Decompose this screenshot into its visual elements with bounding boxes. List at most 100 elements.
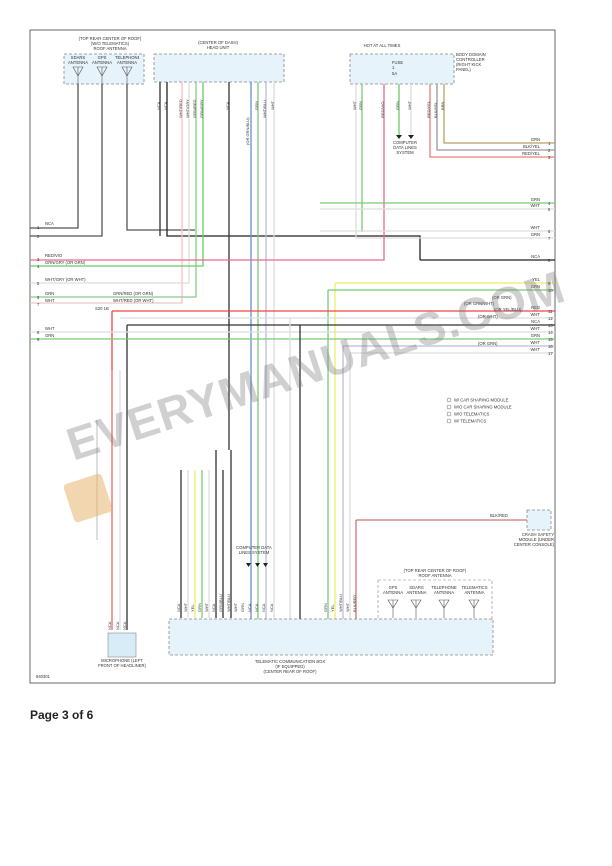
tcb-wire-label: NCA bbox=[269, 603, 274, 612]
wire-label: NCA bbox=[163, 101, 168, 110]
tcb-wire-label: GRN/BLU bbox=[218, 594, 223, 612]
wire-number: 5 bbox=[37, 281, 40, 286]
wire-label: WHT bbox=[45, 298, 55, 303]
wire-label: GRN bbox=[531, 284, 540, 289]
wire-label: GRN bbox=[395, 101, 400, 110]
roof-antenna-location: (TOP REAR CENTER OF ROOF) bbox=[79, 36, 142, 41]
hot-at-all-times: HOT AT ALL TIMES bbox=[364, 43, 401, 48]
wire-number: 11 bbox=[548, 309, 553, 314]
tcb-wire-label: WHT/BLU bbox=[226, 594, 231, 612]
antenna-label: GPS ANTENNA bbox=[91, 55, 112, 65]
wire-number: 5 bbox=[548, 207, 551, 212]
bdc-box bbox=[349, 53, 455, 85]
wire-number: 1 bbox=[37, 225, 40, 230]
wire-number: 3 bbox=[37, 257, 40, 262]
splice-label: WHT/RED (OR WHT) bbox=[113, 298, 154, 303]
wire-label: RED bbox=[531, 305, 540, 310]
wire-label: WHT/GRY (OR WHT) bbox=[45, 277, 86, 282]
wire-number: 14 bbox=[548, 330, 553, 335]
wire-number: 15 bbox=[548, 337, 553, 342]
wire-label: NCA bbox=[225, 101, 230, 110]
arrow-icon bbox=[396, 135, 414, 139]
wire-number: 2 bbox=[548, 148, 551, 153]
microphone-name: MICROPHONE (LEFT FRONT OF HEADLINER) bbox=[98, 658, 146, 668]
crash-safety-module-box bbox=[526, 509, 552, 531]
left-wire-labels: NCA RED/VIO GRN/GRY (OR GRN) WHT/GRY (OR… bbox=[37, 221, 86, 342]
wire-note: (OR GRN/WHT) bbox=[464, 301, 495, 306]
telematic-box bbox=[168, 618, 494, 656]
wire-label: GRN bbox=[531, 232, 540, 237]
wire-label: GRN bbox=[531, 137, 540, 142]
legend-item: W/ CAR SHARING MODULE bbox=[454, 398, 509, 403]
wire-number: 2 bbox=[37, 234, 40, 239]
wire-label: WHT bbox=[270, 100, 275, 110]
antenna-label: SDARS ANTENNA bbox=[67, 55, 88, 65]
wire-number: 12 bbox=[548, 316, 553, 321]
antenna-label: SDARS ANTENNA bbox=[406, 585, 427, 595]
head-unit-name: HEAD UNIT bbox=[207, 45, 230, 50]
wire-number: 8 bbox=[37, 330, 40, 335]
wire-label: BRN bbox=[440, 101, 445, 110]
wire-note: (OR GRN) bbox=[492, 295, 512, 300]
tcb-wire-label: YEL bbox=[330, 604, 335, 612]
wire-number: 3 bbox=[548, 155, 551, 160]
wire-label: GRN/GRY (OR GRN) bbox=[45, 260, 86, 265]
wire-label: NCA bbox=[531, 319, 540, 324]
legend-item: W/O TELEMATICS bbox=[454, 412, 490, 417]
wire-label: GRN bbox=[531, 197, 540, 202]
wire-number: 9 bbox=[548, 281, 551, 286]
microphone-wire-label: NCA bbox=[107, 621, 112, 630]
wire-note: (OR WHT) bbox=[478, 314, 498, 319]
microphone-box bbox=[107, 632, 137, 658]
wire-number: 9 bbox=[37, 337, 40, 342]
wire-number: 4 bbox=[37, 264, 40, 269]
antenna-label: TELEPHONE ANTENNA bbox=[431, 585, 457, 595]
tcb-wire-label: NCA bbox=[254, 603, 259, 612]
right-wire-numbers: 1 2 3 4 5 6 7 8 9 10 11 12 13 14 15 16 1… bbox=[548, 141, 553, 356]
wire-label: WHT bbox=[45, 326, 55, 331]
tcb-name: TELEMATIC COMMUNICATION BOX bbox=[255, 659, 326, 664]
wire-label: RED/YEL bbox=[522, 151, 541, 156]
wire-label: GRN bbox=[358, 101, 363, 110]
wire-label: WHT bbox=[530, 340, 540, 345]
roof-antenna-location: (TOP REAR CENTER OF ROOF) bbox=[404, 568, 467, 573]
right-wire-labels: GRN BLK/YEL RED/YEL GRN WHT WHT GRN NCA … bbox=[522, 137, 541, 352]
wire-label: RED/VIO bbox=[45, 253, 63, 258]
antenna-label: TELEPHONE ANTENNA bbox=[115, 55, 139, 65]
wire-label: WHT/BLU bbox=[262, 100, 267, 118]
legend-item: W/ TELEMATICS bbox=[454, 419, 486, 424]
wire-label: BLK/YEL bbox=[523, 144, 541, 149]
head-unit-location: (CENTER OF DASH) bbox=[198, 40, 238, 45]
wire-label: GRN bbox=[45, 333, 54, 338]
wire-number: 1 bbox=[548, 141, 551, 146]
splice-label: GRN/RED (OR GRN) bbox=[113, 291, 154, 296]
arrow-icon bbox=[246, 563, 268, 567]
tcb-wire-label: NCA bbox=[261, 603, 266, 612]
roof-antenna-name: ROOF ANTENNA bbox=[93, 46, 126, 51]
wire-label: NCA bbox=[531, 254, 540, 259]
bdc-name: BODY DOMAIN CONTROLLER (RIGHT KICK PANEL… bbox=[456, 52, 486, 72]
diagram-id: 840301 bbox=[36, 674, 51, 679]
wire-label: BLK/YEL bbox=[433, 101, 438, 118]
wire-label: GRN bbox=[254, 101, 259, 110]
tcb-wire-label: YEL bbox=[190, 604, 195, 612]
tcb-location: (CENTER REAR OF ROOF) bbox=[263, 669, 317, 674]
wire-label: WHT bbox=[530, 347, 540, 352]
antenna-label: TELEMATICS ANTENNA bbox=[461, 585, 488, 595]
tcb-wire-label: NCA bbox=[176, 603, 181, 612]
wire-label: NCA bbox=[156, 101, 161, 110]
tcb-wire-label: WHT/BLU bbox=[338, 594, 343, 612]
tcb-wire-label: NCA bbox=[247, 603, 252, 612]
roof-antenna-name: ROOF ANTENNA bbox=[418, 573, 451, 578]
microphone-wire-label: NCA bbox=[115, 621, 120, 630]
wire-label: GRN/GRY bbox=[199, 99, 204, 118]
tcb-wire-label: GRN bbox=[323, 603, 328, 612]
wire-label: WHT/RED bbox=[178, 99, 183, 118]
wire-label: YEL bbox=[532, 277, 541, 282]
fuse-number: 1 bbox=[392, 65, 395, 70]
roof-antenna-note: (W/O TELEMATICS) bbox=[91, 41, 130, 46]
wire-label: BLK/RED bbox=[490, 513, 508, 518]
wire-label: WHT/GRY bbox=[185, 99, 190, 118]
wire-label: WHT bbox=[530, 203, 540, 208]
